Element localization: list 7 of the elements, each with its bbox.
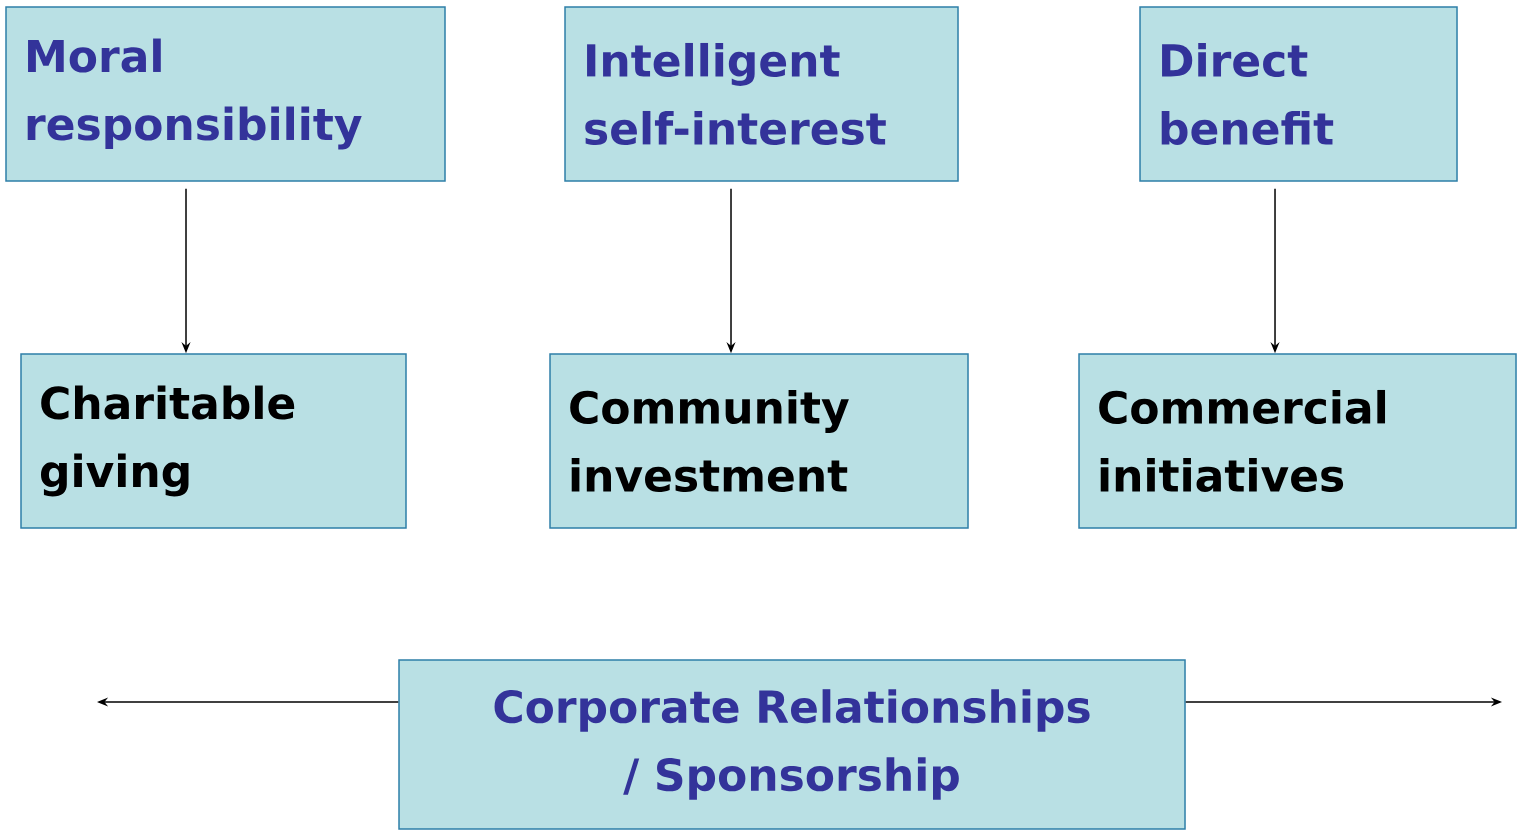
- process-box: Commercial initiatives: [1078, 353, 1517, 529]
- process-box: Community investment: [549, 353, 969, 529]
- process-box: Corporate Relationships / Sponsorship: [398, 659, 1186, 830]
- process-box: Direct benefit: [1139, 6, 1458, 182]
- process-box: Moral responsibility: [5, 6, 446, 182]
- process-box: Charitable giving: [20, 353, 407, 529]
- process-box: Intelligent self-interest: [564, 6, 959, 182]
